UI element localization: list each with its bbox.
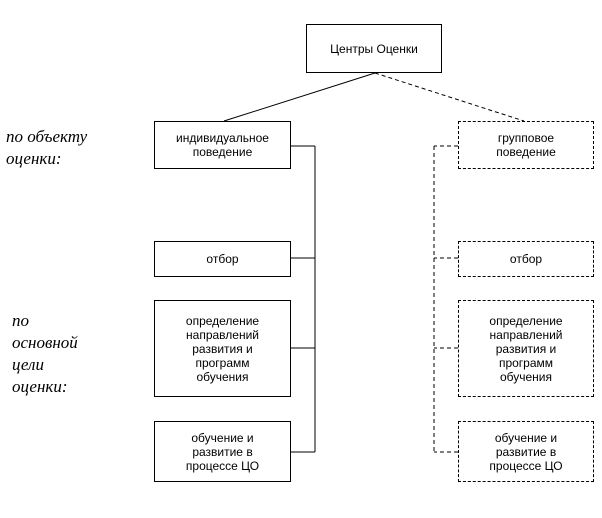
right-node-label: определение направлений развития и прогр… <box>489 313 563 384</box>
connector-root-left <box>223 72 376 122</box>
right-node-label: отбор <box>509 252 543 266</box>
right-node-label: групповое поведение <box>496 131 556 159</box>
right-node-group-behavior: групповое поведение <box>458 121 594 169</box>
side-label-by-object: по объекту оценки: <box>6 127 88 168</box>
right-node-selection: отбор <box>458 241 594 277</box>
left-node-label: отбор <box>206 252 239 266</box>
left-node-selection: отбор <box>154 241 291 277</box>
left-node-training-in-process: обучение и развитие в процессе ЦО <box>154 421 291 482</box>
left-node-development-directions: определение направлений развития и прогр… <box>154 300 291 397</box>
side-label-by-goal: по основной цели оценки: <box>12 311 78 396</box>
root-node-label: Центры Оценки <box>330 41 418 56</box>
left-node-label: обучение и развитие в процессе ЦО <box>185 430 260 473</box>
connector-root-right <box>374 72 525 122</box>
right-node-development-directions: определение направлений развития и прогр… <box>458 300 594 397</box>
right-node-label: обучение и развитие в процессе ЦО <box>489 430 563 473</box>
root-node: Центры Оценки <box>306 24 442 73</box>
left-node-individual-behavior: индивидуальное поведение <box>154 121 291 169</box>
right-node-training-in-process: обучение и развитие в процессе ЦО <box>458 421 594 482</box>
left-node-label: определение направлений развития и прогр… <box>185 313 260 384</box>
left-node-label: индивидуальное поведение <box>176 131 269 159</box>
